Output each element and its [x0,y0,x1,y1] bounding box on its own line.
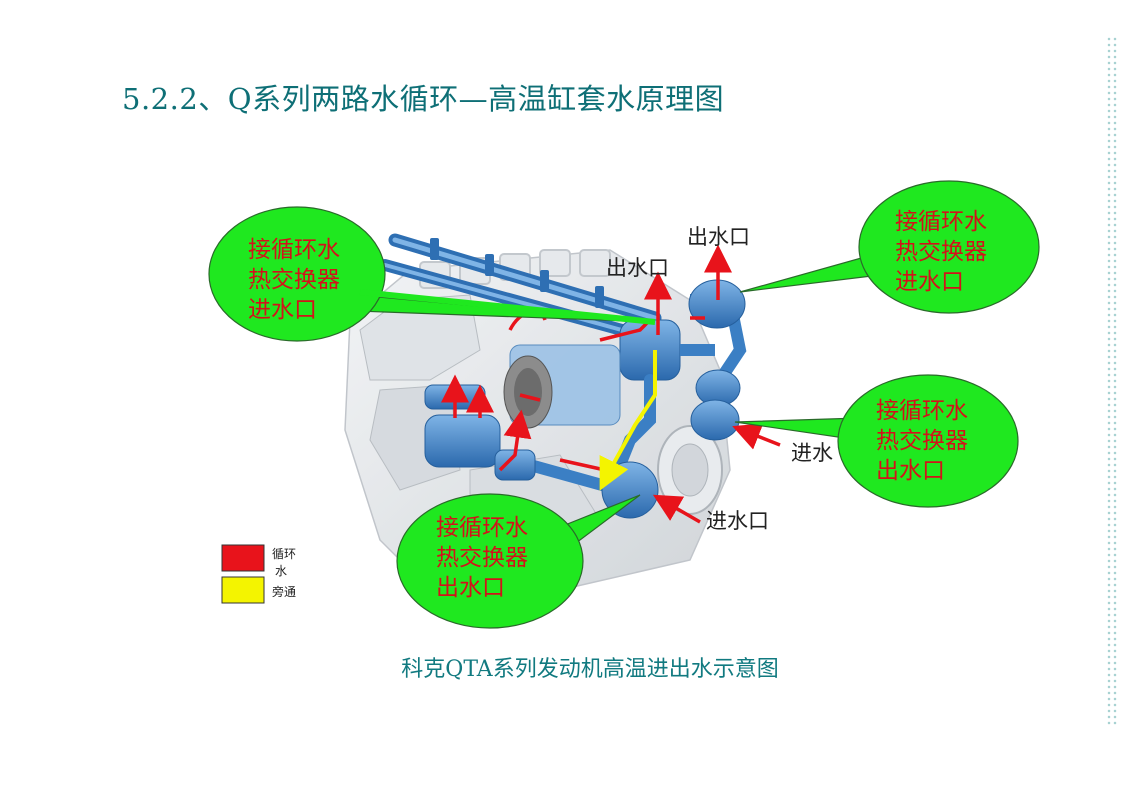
callout-right-top: 接循环水 热交换器 进水口 [739,180,1040,314]
legend-label-circulating: 循环 [272,547,296,561]
callout-left-top-line1: 接循环水 [248,237,340,263]
callout-left-top: 接循环水 热交换器 进水口 [208,206,656,342]
inlet-right-label: 进水 [791,441,833,465]
callout-right-top-line3: 进水口 [895,269,964,295]
callout-right-mid-line1: 接循环水 [876,398,968,424]
yellow-bypass-flow [599,350,657,491]
outlet-top-label: 出水口 [687,225,750,249]
callout-bottom-line2: 热交换器 [436,545,528,571]
callout-right-top-line2: 热交换器 [895,239,987,265]
callout-right-mid-line3: 出水口 [876,458,945,484]
page-title: 5.2.2、Q系列两路水循环—高温缸套水原理图 [122,82,725,116]
legend-label-circulating-2: 水 [275,564,287,578]
callout-left-top-line3: 进水口 [248,297,317,323]
callout-right-mid: 接循环水 热交换器 出水口 [734,374,1019,508]
legend-swatch-circulating [221,544,265,572]
callout-right-top-line1: 接循环水 [895,209,987,235]
legend-label-bypass: 旁通 [272,584,296,599]
outlet-mid-label: 出水口 [606,256,669,280]
callout-right-mid-line2: 热交换器 [876,428,968,454]
callout-left-top-line2: 热交换器 [248,267,340,293]
figure-caption: 科克QTA系列发动机高温进出水示意图 [401,657,779,682]
legend-swatch-bypass [221,576,265,604]
callout-bottom: 接循环水 热交换器 出水口 [396,493,641,629]
coolant-pipes [379,233,747,519]
callout-bottom-line1: 接循环水 [436,515,528,541]
inlet-bottom-label: 进水口 [706,509,769,533]
decorative-dot-column [1106,36,1118,726]
legend: 循环 水 旁通 [221,544,296,604]
callout-bottom-line3: 出水口 [436,575,505,601]
